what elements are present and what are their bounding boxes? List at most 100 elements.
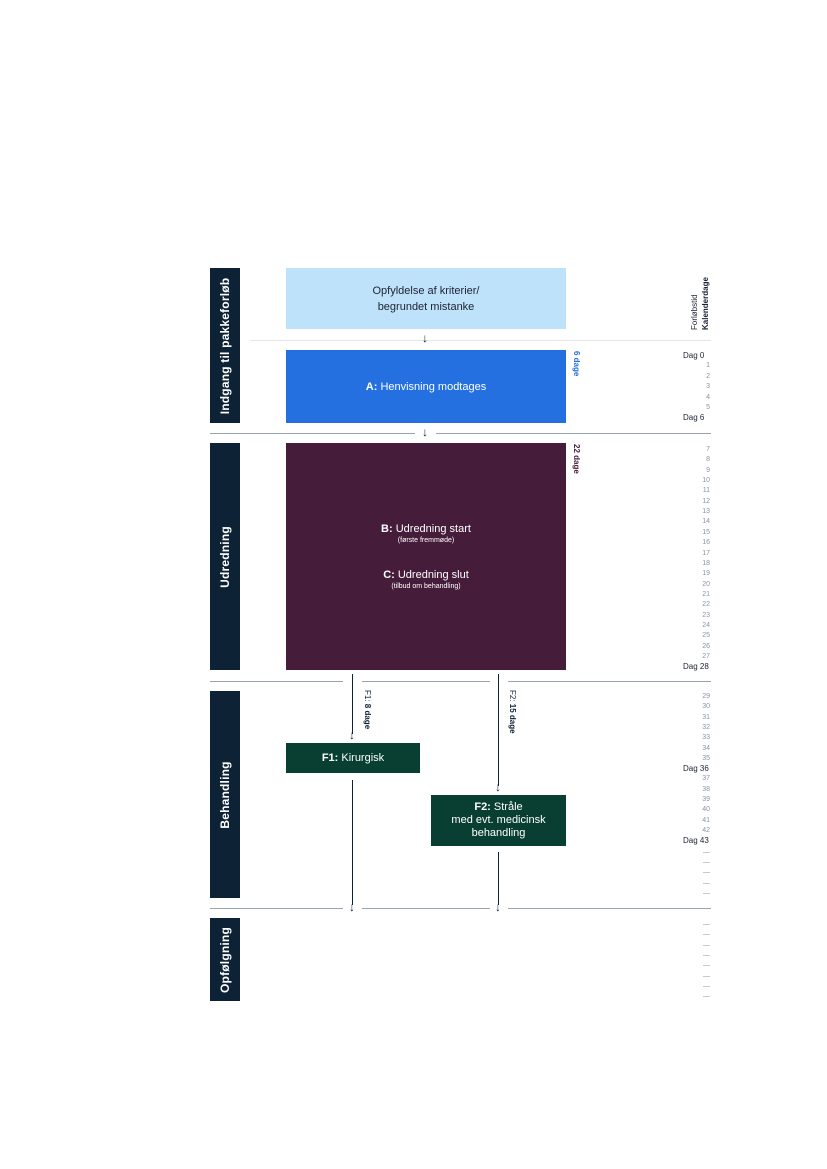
f2-followup-line xyxy=(498,852,499,905)
c-label: C: Udredning slut xyxy=(383,568,469,582)
separator-treatment-followup-mid xyxy=(362,908,490,909)
timeline-day: 23 xyxy=(702,611,710,619)
day-number: 6 xyxy=(699,413,705,423)
timeline-dash: — xyxy=(703,889,710,897)
timeline-day-highlight: Dag 28 xyxy=(683,662,709,672)
f2-box: F2: Stråle med evt. medicinsk behandling xyxy=(431,795,566,846)
timeline-day: 41 xyxy=(702,816,710,824)
timeline-day-highlight: Dag 43 xyxy=(683,836,709,846)
timeline-day: 24 xyxy=(702,621,710,629)
timeline-day: 7 xyxy=(706,446,710,453)
timeline-day-highlight: Dag 6 xyxy=(683,413,704,423)
f1-followup-line xyxy=(352,780,353,905)
timeline-day: 17 xyxy=(702,549,710,557)
timeline-day: 16 xyxy=(702,539,710,547)
timeline-dash: — xyxy=(703,859,710,867)
f2-arrow-line xyxy=(498,674,499,786)
day-word: Dag xyxy=(683,836,700,846)
duration-label: Forløbstid xyxy=(690,294,699,330)
f1-arrow-prefix: F1: xyxy=(363,690,372,702)
timeline-day: 39 xyxy=(702,796,710,803)
timeline-dash: — xyxy=(703,962,710,970)
day-word: Dag xyxy=(683,351,700,360)
a-prefix: A: xyxy=(365,380,378,393)
b-text: Udredning start xyxy=(395,522,471,535)
separator-treatment-followup-right xyxy=(508,908,711,909)
timeline-day: 20 xyxy=(702,580,710,588)
timeline-day-highlight: Dag 0 xyxy=(683,351,704,361)
f2-label: F2: Stråle xyxy=(474,801,522,814)
timeline-day: 21 xyxy=(702,590,710,598)
separator-investigation-treatment xyxy=(210,681,343,682)
arrow-down-icon: ↓ xyxy=(495,780,501,794)
day-number: 28 xyxy=(699,662,709,672)
bc-duration-label: 22 dage xyxy=(572,444,581,474)
timeline-day: 18 xyxy=(702,559,710,567)
day-number: 36 xyxy=(699,764,709,774)
c-text: Udredning slut xyxy=(397,568,469,581)
arrow-down-icon: ↓ xyxy=(349,728,355,742)
timeline-dash: — xyxy=(703,931,710,939)
day-number: 0 xyxy=(699,351,705,360)
separator-treatment-followup xyxy=(210,908,343,909)
phase-followup: Opfølgning xyxy=(210,918,240,1001)
timeline-day: 35 xyxy=(702,754,710,762)
phase-investigation-label: Udredning xyxy=(218,525,232,588)
separator-investigation-treatment-right xyxy=(508,681,711,682)
f2-arrow-prefix: F2: xyxy=(508,690,517,702)
timeline-day: 14 xyxy=(702,518,710,526)
b-label: B: Udredning start xyxy=(381,522,471,536)
timeline-day: 4 xyxy=(706,393,710,401)
f1-label: F1: Kirurgisk xyxy=(322,752,384,764)
timeline-day: 34 xyxy=(702,744,710,752)
a-duration-label: 6 dage xyxy=(572,351,581,377)
timeline-dash: — xyxy=(703,921,710,928)
timeline-day-highlight: Dag 36 xyxy=(683,764,709,774)
criteria-line2: begrundet mistanke xyxy=(377,300,475,313)
timeline-day: 30 xyxy=(702,703,710,711)
b-prefix: B: xyxy=(381,522,393,535)
phase-investigation: Udredning xyxy=(210,443,240,670)
timeline-day: 40 xyxy=(702,806,710,814)
timeline-day: 10 xyxy=(702,477,710,485)
timeline-day: 13 xyxy=(702,508,710,516)
timeline-day: 3 xyxy=(706,383,710,391)
timeline-day: 8 xyxy=(706,456,710,464)
f1-text: Kirurgisk xyxy=(341,752,385,764)
timeline-dash: — xyxy=(703,869,710,877)
f2-line3: behandling xyxy=(471,827,526,839)
timeline-day: 38 xyxy=(702,785,710,793)
a-text: Henvisning modtages xyxy=(380,380,487,393)
timeline-day: 12 xyxy=(702,497,710,505)
f1-box: F1: Kirurgisk xyxy=(286,743,420,773)
arrow-down-icon: ↓ xyxy=(495,900,501,914)
timeline-day: 25 xyxy=(702,632,710,640)
b-subtext: (første fremmøde) xyxy=(397,536,455,544)
criteria-box: Opfyldelse af kriterier/ begrundet mista… xyxy=(286,268,566,329)
timeline-day: 1 xyxy=(706,362,710,370)
day-word: Dag xyxy=(683,413,700,423)
f1-arrow-days: 8 dage xyxy=(363,703,372,730)
c-subtext: (tilbud om behandling) xyxy=(391,582,461,590)
phase-treatment-label: Behandling xyxy=(218,760,232,829)
timeline-day: 19 xyxy=(702,570,710,578)
phase-entry-label: Indgang til pakkeforløb xyxy=(218,277,232,414)
timeline-dash: — xyxy=(703,982,710,990)
a-label: A: Henvisning modtages xyxy=(366,381,486,393)
f1-arrow-line xyxy=(352,674,353,734)
timeline-day: 27 xyxy=(702,653,710,660)
timeline-day: 9 xyxy=(706,466,710,474)
f2-line1: Stråle xyxy=(493,801,523,813)
a-box: A: Henvisning modtages xyxy=(286,350,566,423)
day-number: 43 xyxy=(699,836,709,846)
timeline-day: 33 xyxy=(702,734,710,742)
timeline-day: 11 xyxy=(702,487,710,495)
timeline-dash: — xyxy=(703,951,710,959)
timeline-dash: — xyxy=(703,849,710,856)
phase-followup-label: Opfølgning xyxy=(218,926,232,993)
day-word: Dag xyxy=(683,764,700,774)
criteria-line1: Opfyldelse af kriterier/ xyxy=(372,284,480,297)
timeline-day: 2 xyxy=(706,372,710,380)
c-prefix: C: xyxy=(383,568,395,581)
separator-entry-investigation xyxy=(210,433,415,434)
